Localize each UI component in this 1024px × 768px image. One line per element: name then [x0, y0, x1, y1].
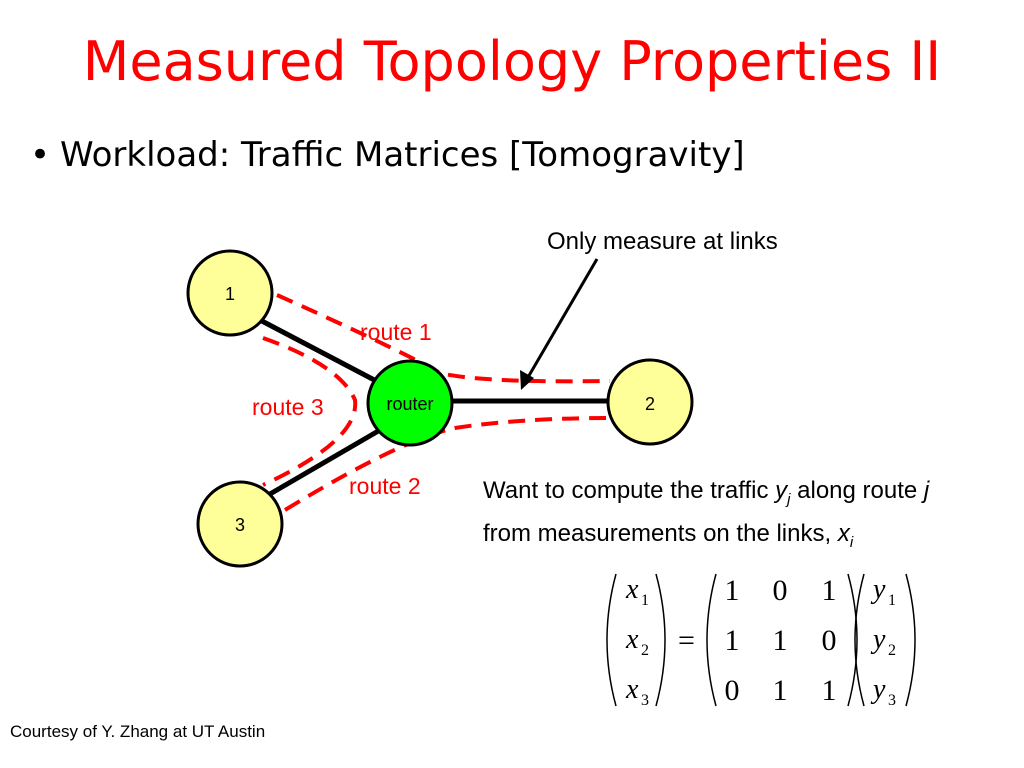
note-part3: from measurements on the links,	[483, 519, 838, 547]
a-10: 1	[725, 624, 740, 657]
route-1-path	[276, 293, 611, 384]
note-xi-sub: i	[849, 533, 854, 551]
note-part2: along route	[790, 477, 924, 504]
y1-var: y	[870, 574, 886, 605]
matrix-equation: x 1 x 2 x 3 = 1 0 1 1 1 0 0 1 1 y 1 y 2 …	[606, 573, 916, 709]
a-12: 0	[822, 624, 837, 657]
note-xi-var: x	[837, 519, 850, 547]
callout-arrowhead	[520, 370, 534, 390]
bullet-item: •Workload: Traffic Matrices [Tomogravity…	[30, 135, 745, 175]
node-2	[606, 358, 694, 446]
callout-arrow	[525, 258, 599, 380]
a-22: 1	[822, 674, 837, 707]
x2-sub: 2	[641, 642, 649, 659]
a-11: 1	[773, 624, 788, 657]
route-2-path	[283, 416, 613, 512]
router-label: router	[386, 394, 433, 414]
route-3-path	[262, 336, 358, 487]
x3-var: x	[625, 674, 639, 705]
x-vector-right-paren	[655, 573, 666, 707]
courtesy-credit: Courtesy of Y. Zhang at UT Austin	[10, 722, 266, 741]
node-2-label: 2	[645, 394, 655, 414]
route-1-label: route 1	[360, 319, 432, 345]
y2-sub: 2	[888, 642, 896, 659]
y3-var: y	[870, 674, 886, 705]
note-yj-var: y	[775, 477, 788, 504]
node-1-label: 1	[225, 284, 235, 304]
link-3-router	[268, 427, 382, 497]
a-02: 1	[822, 574, 837, 607]
explanation-note: Want to compute the traffic yj along rou…	[483, 474, 953, 560]
a-21: 1	[773, 674, 788, 707]
callout-text: Only measure at links	[547, 228, 778, 255]
x1-sub: 1	[641, 592, 649, 609]
y3-sub: 3	[888, 692, 896, 709]
x3-sub: 3	[641, 692, 649, 709]
x2-var: x	[625, 624, 639, 655]
note-part1: Want to compute the traffic	[483, 477, 776, 504]
y1-sub: 1	[888, 592, 896, 609]
y2-var: y	[870, 624, 886, 655]
y-vector-left-paren	[854, 573, 865, 707]
link-1-router	[258, 317, 382, 386]
node-3-label: 3	[235, 515, 245, 535]
bullet-marker: •	[30, 135, 51, 175]
node-3	[196, 480, 284, 568]
equals-sign: =	[678, 624, 695, 657]
x1-var: x	[625, 574, 639, 605]
bullet-text: Workload: Traffic Matrices [Tomogravity]	[60, 135, 745, 175]
node-1	[186, 249, 274, 337]
note-j-var: j	[923, 477, 930, 504]
a-01: 0	[773, 574, 788, 607]
a-20: 0	[725, 674, 740, 707]
a-00: 1	[725, 574, 740, 607]
note-yj-sub: j	[787, 490, 791, 508]
x-vector-left-paren	[606, 573, 617, 707]
route-2-label: route 2	[349, 473, 421, 499]
a-matrix-left-paren	[706, 573, 717, 707]
router-node	[366, 359, 454, 447]
route-3-label: route 3	[252, 394, 324, 420]
slide-title: Measured Topology Properties II	[82, 30, 942, 93]
y-vector-right-paren	[905, 573, 916, 707]
a-matrix-right-paren	[847, 573, 858, 707]
